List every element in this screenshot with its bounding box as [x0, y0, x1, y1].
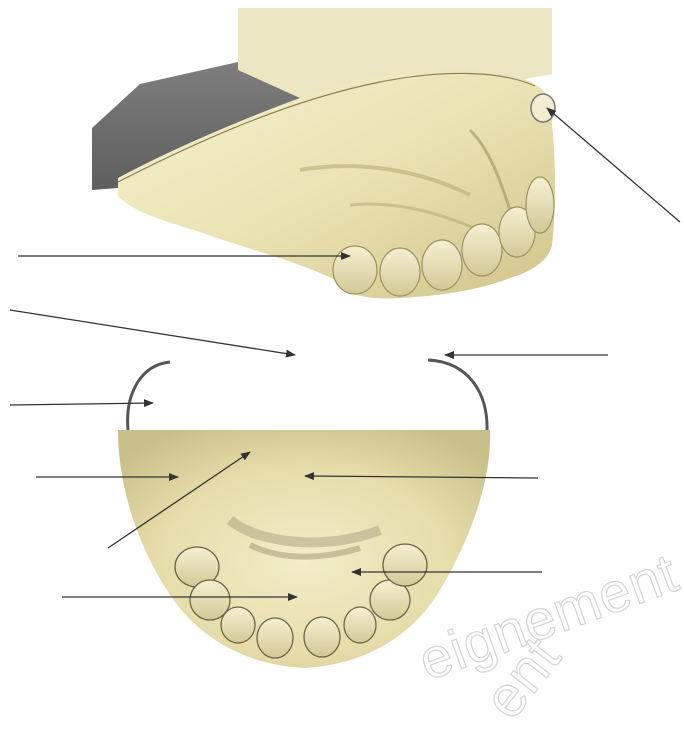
arrow-left-2	[10, 310, 295, 355]
dental-diagram: ent eignement	[0, 0, 684, 675]
arrow-left-3	[10, 403, 153, 405]
arrow-right-top	[547, 108, 680, 222]
upper-cast-lateral	[92, 8, 555, 298]
